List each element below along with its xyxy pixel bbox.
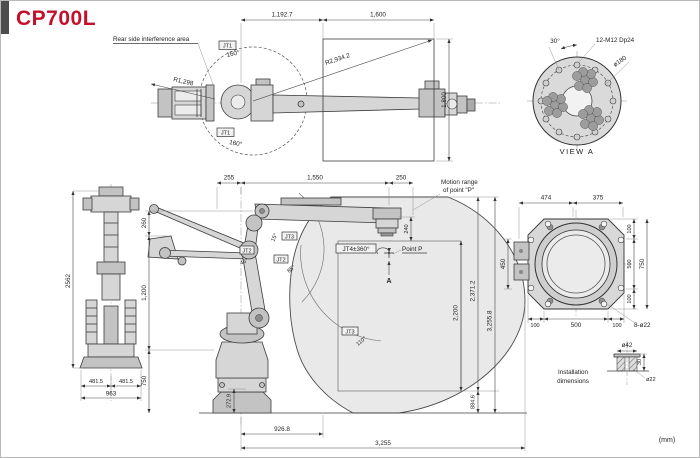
dim-bottom-100-left: 100 <box>530 323 539 329</box>
holes-label: 8-ø22 <box>634 322 651 329</box>
dim-375: 375 <box>593 195 604 202</box>
base-plan-view: 474 375 450 100 500 100 750 <box>500 195 651 330</box>
rear-radius-dim: R1,298 <box>173 76 195 88</box>
dim-481-5-left: 481.5 <box>89 379 103 385</box>
front-view: 2562 481.5 481.5 963 <box>65 184 143 401</box>
view-a: 30° 12-M12 Dp24 ø180 VIEW A <box>527 37 635 156</box>
installation-detail: ø42 30 ø22 Installation dimensions <box>557 341 656 385</box>
jt1-top-angle: 160° <box>226 48 241 59</box>
jt2-back-angle: 85° <box>286 264 296 274</box>
dim-3255: 3,255 <box>375 440 391 447</box>
view-a-caption: VIEW A <box>560 147 595 156</box>
dim-bottom-100-right: 100 <box>612 323 621 329</box>
dim-2371-2: 2,371.2 <box>470 280 477 302</box>
dim-884-6: 884.6 <box>471 395 477 409</box>
dim-right-100-bottom: 100 <box>627 294 633 303</box>
view-a-angle: 30° <box>550 37 560 45</box>
elevation-view: 255 1,550 250 260 1,200 750 240 JT4±360°… <box>141 175 527 451</box>
page-title: CP700L <box>16 7 97 30</box>
point-p-label: Point P <box>402 246 422 253</box>
dim-1550: 1,550 <box>307 175 323 182</box>
jt3-label: JT3 <box>285 234 294 240</box>
dim-1200: 1,200 <box>141 285 148 301</box>
jt4-label: JT4±360° <box>343 245 370 253</box>
jt1-bottom-angle: 160° <box>229 138 244 148</box>
dim-250: 250 <box>396 175 407 182</box>
dim-240: 240 <box>404 224 410 233</box>
dim-right-100-top: 100 <box>627 224 633 233</box>
dim-1192-7: 1,192.7 <box>271 12 293 19</box>
jt2-front-angle: 45° <box>239 258 249 267</box>
dim-750-base: 750 <box>639 258 646 269</box>
rear-area-label: Rear side interference area <box>113 36 190 43</box>
jt2-back-label: JT2 <box>276 257 285 263</box>
install-dia-42: ø42 <box>622 342 633 349</box>
install-dim-30: 30 <box>637 359 643 365</box>
dim-right-500: 500 <box>627 259 633 268</box>
dim-260: 260 <box>141 217 148 228</box>
dim-1600: 1,600 <box>370 12 386 19</box>
flange-hole-clusters <box>542 67 604 131</box>
corner-tab <box>1 1 9 34</box>
dim-1800: 1,800 <box>441 92 448 108</box>
view-a-bolt-spec: 12-M12 Dp24 <box>596 37 635 44</box>
dim-bottom-500: 500 <box>571 322 582 329</box>
top-view: JT1 160° JT1 160° Rear side interference… <box>113 12 501 162</box>
dim-255: 255 <box>224 175 235 182</box>
dim-481-5-right: 481.5 <box>119 379 133 385</box>
units-note: (mm) <box>659 437 675 444</box>
dim-272-9: 272.9 <box>227 394 233 408</box>
dim-926-8: 926.8 <box>274 426 290 433</box>
dim-2562: 2562 <box>65 274 72 289</box>
install-label-1: Installation <box>558 369 589 376</box>
motion-range-label-2: of point "P" <box>443 187 474 194</box>
motion-range-label-1: Motion range <box>441 179 478 186</box>
install-dia-22: ø22 <box>646 377 656 383</box>
jt1-bottom-label: JT1 <box>221 131 230 137</box>
jt2-front-label: JT2 <box>242 248 251 254</box>
dim-450: 450 <box>500 258 507 269</box>
dim-963: 963 <box>106 391 117 398</box>
jt3-lower-label: JT3 <box>345 329 354 335</box>
robot-top-silhouette <box>157 78 476 122</box>
reach-radius-dim: R2,934.2 <box>324 52 351 67</box>
base-anchor-holes <box>527 220 625 308</box>
jt3-angle: 15° <box>270 233 279 243</box>
jt3-lower-angle: 110° <box>355 336 367 348</box>
dim-3255-8: 3,255.8 <box>487 310 494 332</box>
dim-2200: 2,200 <box>453 305 460 321</box>
view-a-dia: ø180 <box>612 54 628 68</box>
jt1-top-label: JT1 <box>223 44 232 50</box>
dim-750: 750 <box>141 375 148 386</box>
robot-front-silhouette <box>79 186 143 369</box>
dim-474: 474 <box>541 195 552 202</box>
section-arrow-a: A <box>386 278 391 285</box>
install-label-2: dimensions <box>557 378 589 385</box>
